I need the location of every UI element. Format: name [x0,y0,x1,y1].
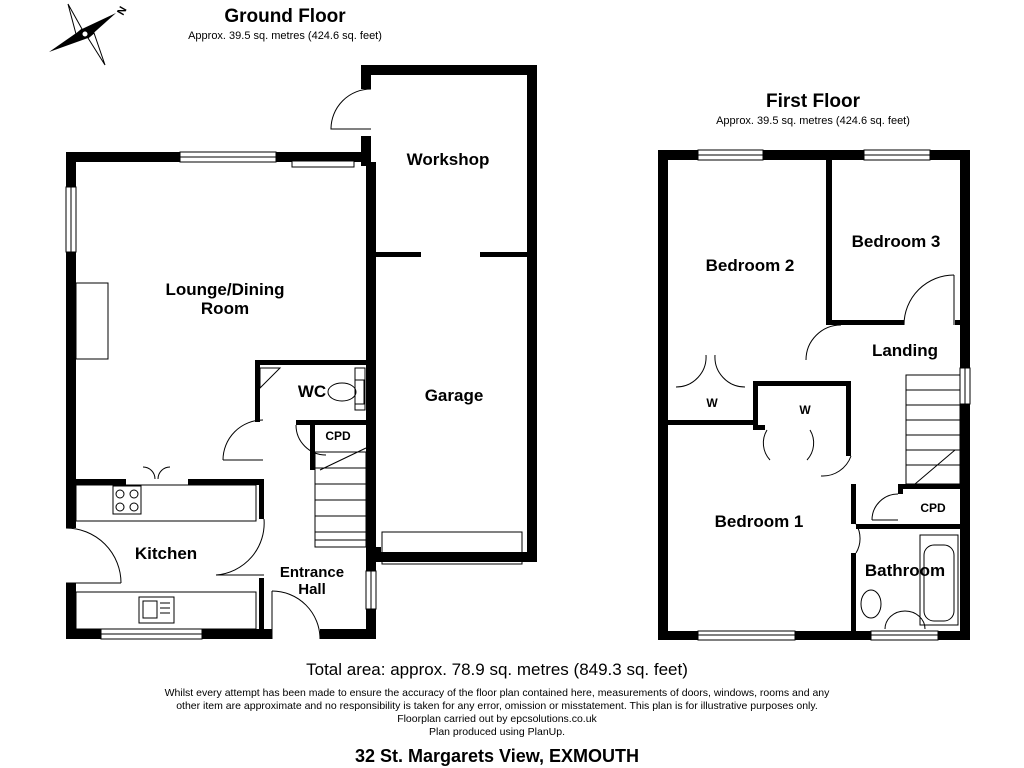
room-label-hall-line2: Hall [298,581,326,598]
garage-door [381,531,523,565]
compass-north-label: N [115,5,129,18]
room-label-cpd-first: CPD [920,501,946,515]
chimney-breast [75,282,109,360]
kitchen-worktop-bottom [75,591,257,630]
room-label-cpd-ground: CPD [325,429,351,443]
kitchen-worktop [75,484,257,522]
room-label-wardrobe-left: W [706,396,718,410]
first-floor-title: First Floor [766,91,861,112]
room-label-bedroom3: Bedroom 3 [852,232,941,251]
ground-floor-title: Ground Floor [224,6,346,27]
room-label-wc: WC [298,382,326,401]
ground-floor-windows [65,151,377,640]
ground-floor-fixtures [65,88,523,640]
room-label-lounge-line2: Room [201,299,249,318]
room-label-workshop: Workshop [407,150,490,169]
first-floor-area: Approx. 39.5 sq. metres (424.6 sq. feet) [716,115,910,127]
room-label-lounge-line1: Lounge/Dining [166,280,285,299]
ground-floor-walls [66,65,537,639]
compass-rose-icon [49,3,116,66]
disclaimer-line1: Whilst every attempt has been made to en… [165,687,831,699]
room-label-hall-line1: Entrance [280,564,344,581]
room-label-bedroom1: Bedroom 1 [715,512,804,531]
room-label-bathroom: Bathroom [865,561,945,580]
room-label-garage: Garage [425,386,484,405]
first-floor-windows [697,149,971,641]
credit-line2: Plan produced using PlanUp. [429,726,565,738]
room-label-bedroom2: Bedroom 2 [706,256,795,275]
first-floor-fixtures [675,274,961,630]
credit-line1: Floorplan carried out by epcsolutions.co… [397,713,597,725]
first-floor-walls [658,150,970,640]
property-address: 32 St. Margarets View, EXMOUTH [355,746,639,766]
disclaimer-line2: other item are approximate and no respon… [176,700,818,712]
room-label-landing: Landing [872,341,938,360]
room-label-kitchen: Kitchen [135,544,197,563]
total-area: Total area: approx. 78.9 sq. metres (849… [306,660,688,679]
ground-floor-area: Approx. 39.5 sq. metres (424.6 sq. feet) [188,30,382,42]
room-label-wardrobe-right: W [799,403,811,417]
